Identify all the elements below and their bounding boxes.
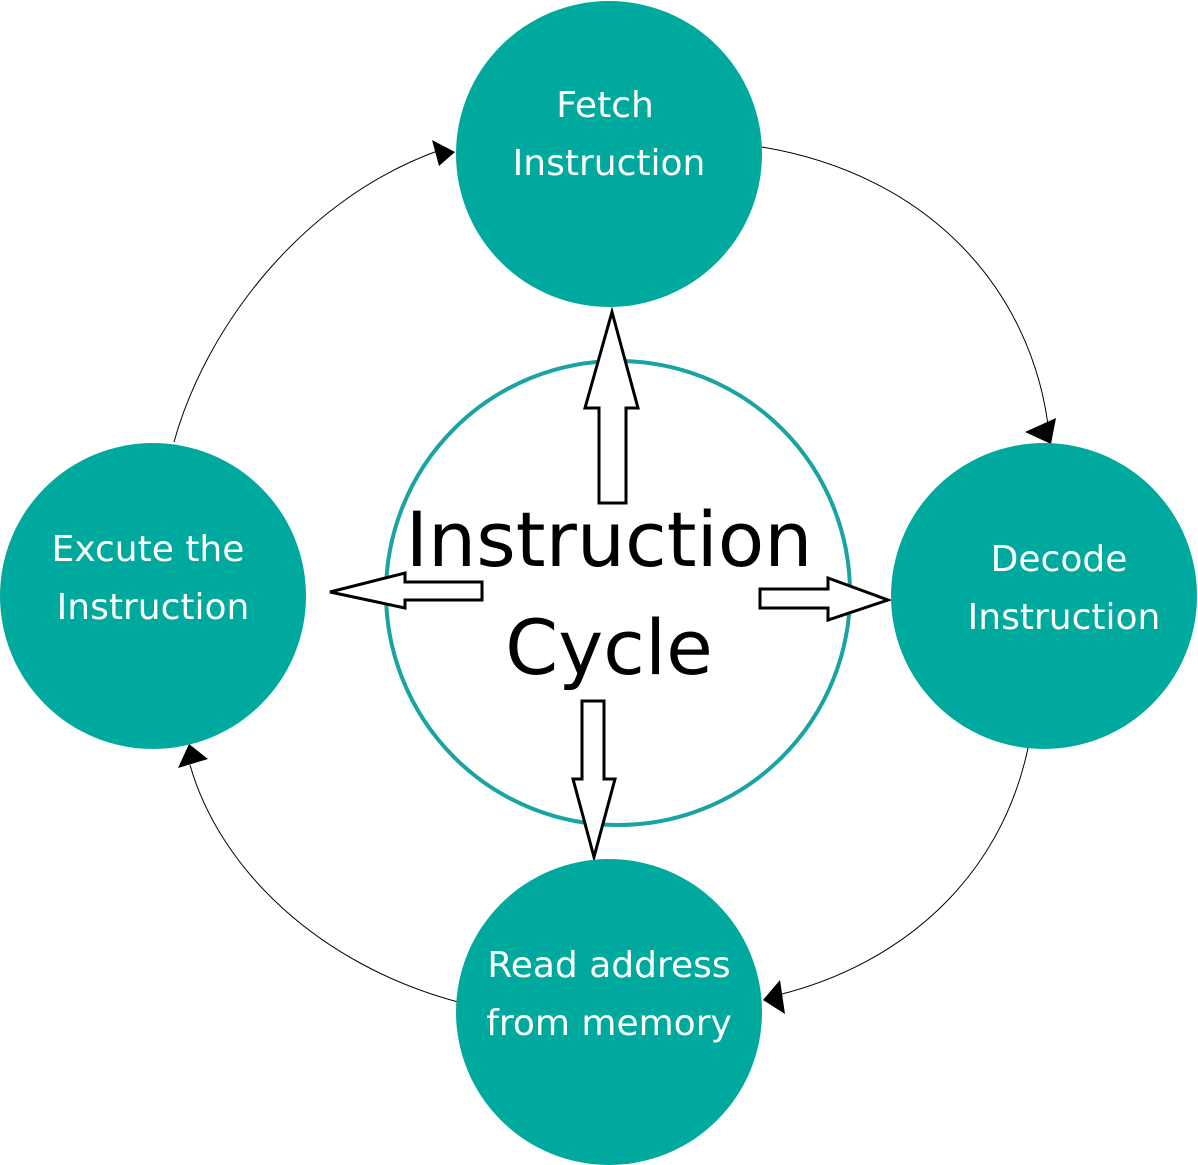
arc-decode-to-read bbox=[777, 747, 1029, 996]
node-decode bbox=[891, 443, 1197, 749]
node-fetch-label-line1: Fetch bbox=[556, 85, 654, 126]
node-fetch bbox=[456, 1, 762, 307]
node-execute bbox=[0, 443, 306, 749]
arc-fetch-to-decode bbox=[761, 146, 1049, 426]
arc-execute-to-fetch bbox=[173, 149, 441, 443]
node-fetch-label-line2: Instruction bbox=[513, 143, 706, 184]
node-execute-label-line2: Instruction bbox=[57, 587, 250, 628]
node-read-label-line2: from memory bbox=[486, 1003, 732, 1044]
arrow-into-fetch bbox=[432, 140, 455, 166]
arc-read-to-execute bbox=[189, 764, 459, 1003]
center-title-line1: Instruction bbox=[406, 495, 813, 584]
node-read-label-line1: Read address bbox=[487, 945, 730, 986]
arrow-into-read bbox=[763, 980, 785, 1014]
center-arrow-up bbox=[583, 306, 640, 505]
arrow-into-decode bbox=[1025, 418, 1056, 444]
center-arrow-left bbox=[329, 571, 484, 610]
node-read bbox=[456, 859, 762, 1165]
node-decode-label-line1: Decode bbox=[991, 539, 1128, 580]
center-arrow-right bbox=[758, 575, 893, 623]
node-execute-label-line1: Excute the bbox=[52, 529, 245, 570]
node-decode-label-line2: Instruction bbox=[968, 597, 1161, 638]
center-title-line2: Cycle bbox=[505, 603, 713, 692]
arrow-into-execute bbox=[178, 744, 208, 768]
center-arrow-down bbox=[571, 699, 617, 863]
